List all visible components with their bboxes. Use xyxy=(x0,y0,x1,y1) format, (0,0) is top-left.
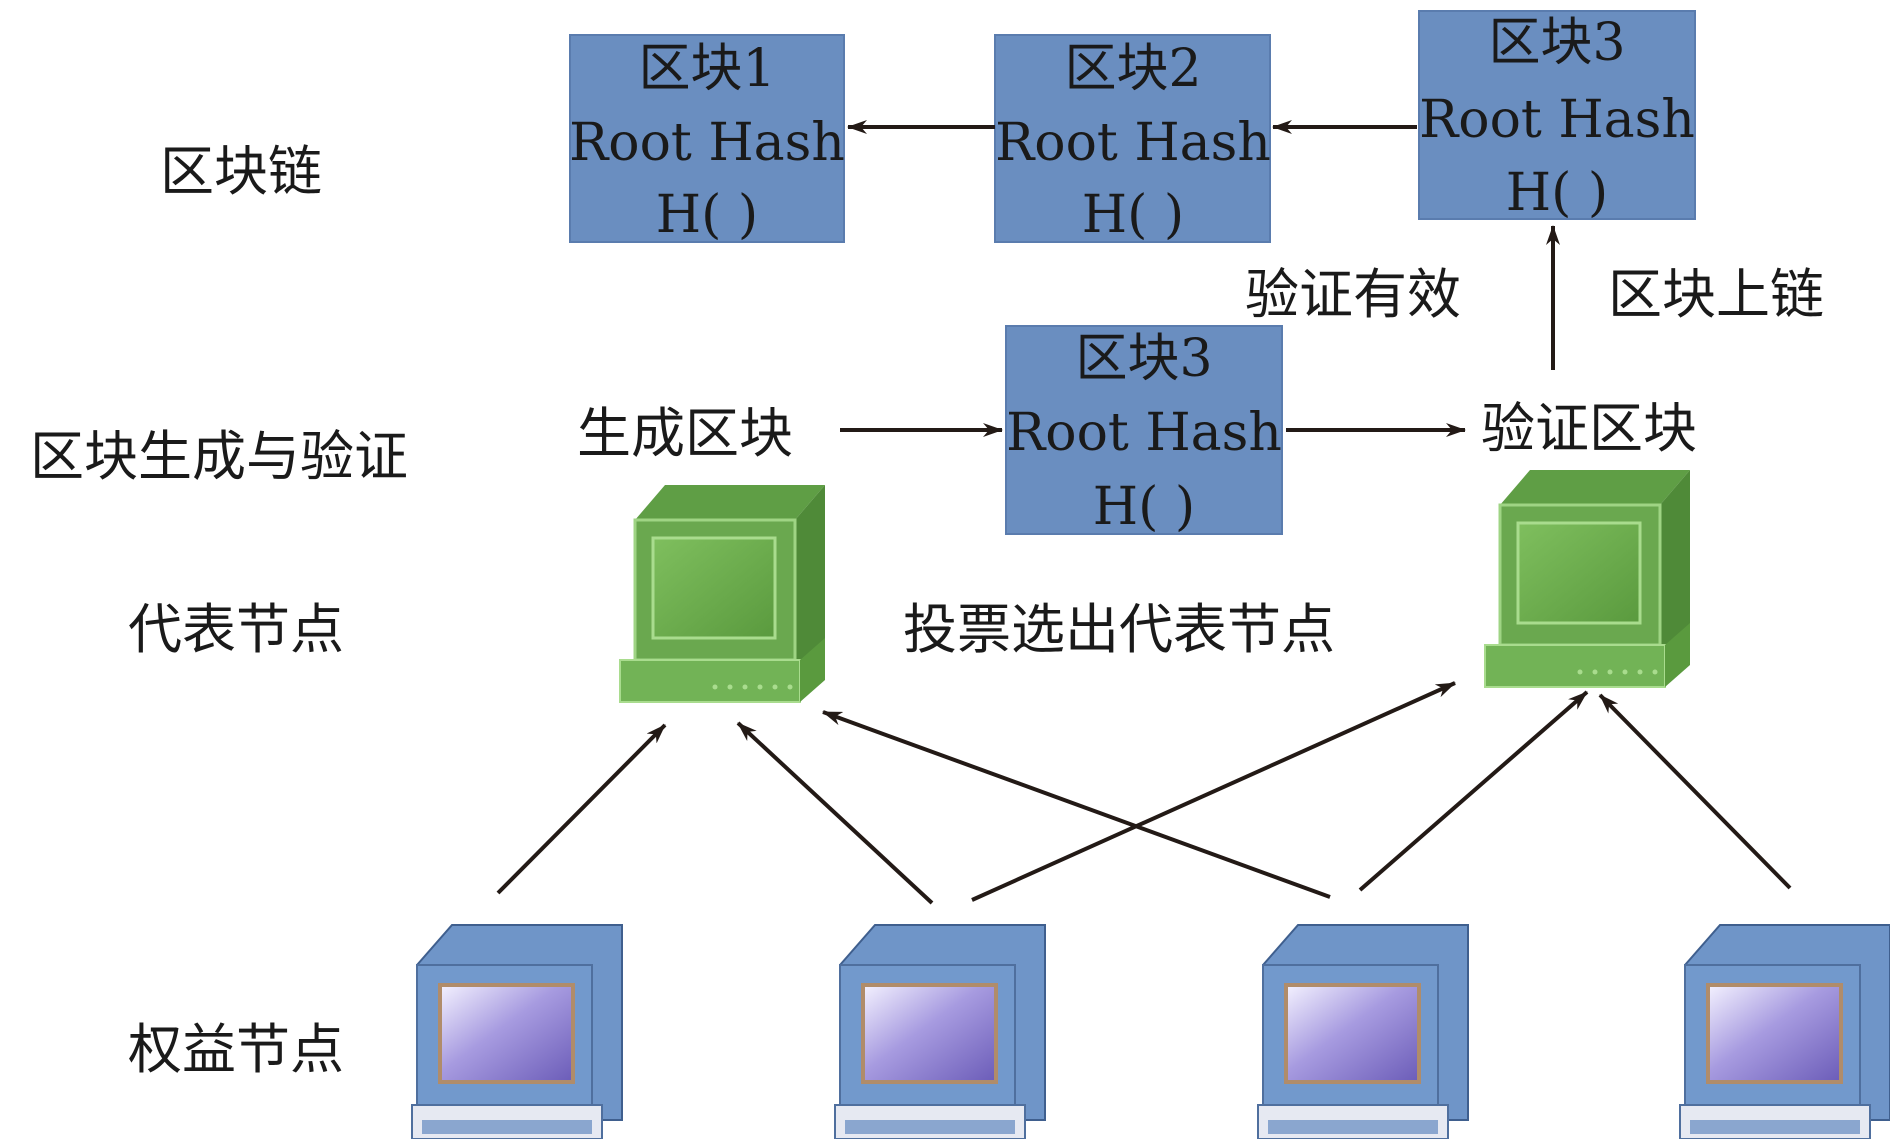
layer-label-stakeholders: 权益节点 xyxy=(128,1018,344,1081)
block-title: 区块2 xyxy=(1064,39,1201,99)
stake-computer-2 xyxy=(834,924,1046,1139)
layer-label-blockchain: 区块链 xyxy=(160,140,322,203)
delegate-computer-1 xyxy=(619,485,825,703)
block-hash-func: H( ) xyxy=(1093,477,1195,537)
vote-arrows xyxy=(496,681,1792,905)
vote-arrow-s3-d1 xyxy=(822,710,1331,899)
block-title: 区块3 xyxy=(1488,13,1625,73)
vote-arrow-s4-d2 xyxy=(1598,693,1792,890)
vote-arrow-s3-d2 xyxy=(1358,690,1589,892)
stake-computer-3 xyxy=(1257,924,1469,1139)
block-hash-func: H( ) xyxy=(1506,163,1608,223)
chain-block-1: 区块1 Root Hash H( ) xyxy=(569,34,845,245)
label-generate-block: 生成区块 xyxy=(577,402,793,465)
block-hash-label: Root Hash xyxy=(1419,90,1695,150)
block-title: 区块3 xyxy=(1075,329,1212,389)
layer-label-generation: 区块生成与验证 xyxy=(30,425,408,488)
block-hash-label: Root Hash xyxy=(569,113,845,173)
block-hash-func: H( ) xyxy=(656,185,758,245)
layer-label-delegates: 代表节点 xyxy=(128,598,344,661)
stake-computer-1 xyxy=(411,924,623,1139)
chain-block-2: 区块2 Root Hash H( ) xyxy=(994,34,1271,245)
block-hash-label: Root Hash xyxy=(995,113,1271,173)
label-onchain: 区块上链 xyxy=(1608,263,1824,326)
vote-arrow-s1-d1 xyxy=(496,723,667,895)
block-title: 区块1 xyxy=(638,39,775,99)
label-verify-block: 验证区块 xyxy=(1481,397,1697,460)
label-valid: 验证有效 xyxy=(1245,263,1461,326)
stake-computer-4 xyxy=(1679,924,1890,1139)
vote-arrow-s2-d2 xyxy=(971,681,1456,902)
candidate-block: 区块3 Root Hash H( ) xyxy=(1005,325,1283,537)
block-hash-label: Root Hash xyxy=(1006,403,1282,463)
delegate-computer-2 xyxy=(1484,470,1690,688)
label-vote: 投票选出代表节点 xyxy=(903,598,1335,661)
vote-arrow-s2-d1 xyxy=(736,721,934,905)
block-hash-func: H( ) xyxy=(1082,185,1184,245)
chain-block-3: 区块3 Root Hash H( ) xyxy=(1418,10,1696,223)
